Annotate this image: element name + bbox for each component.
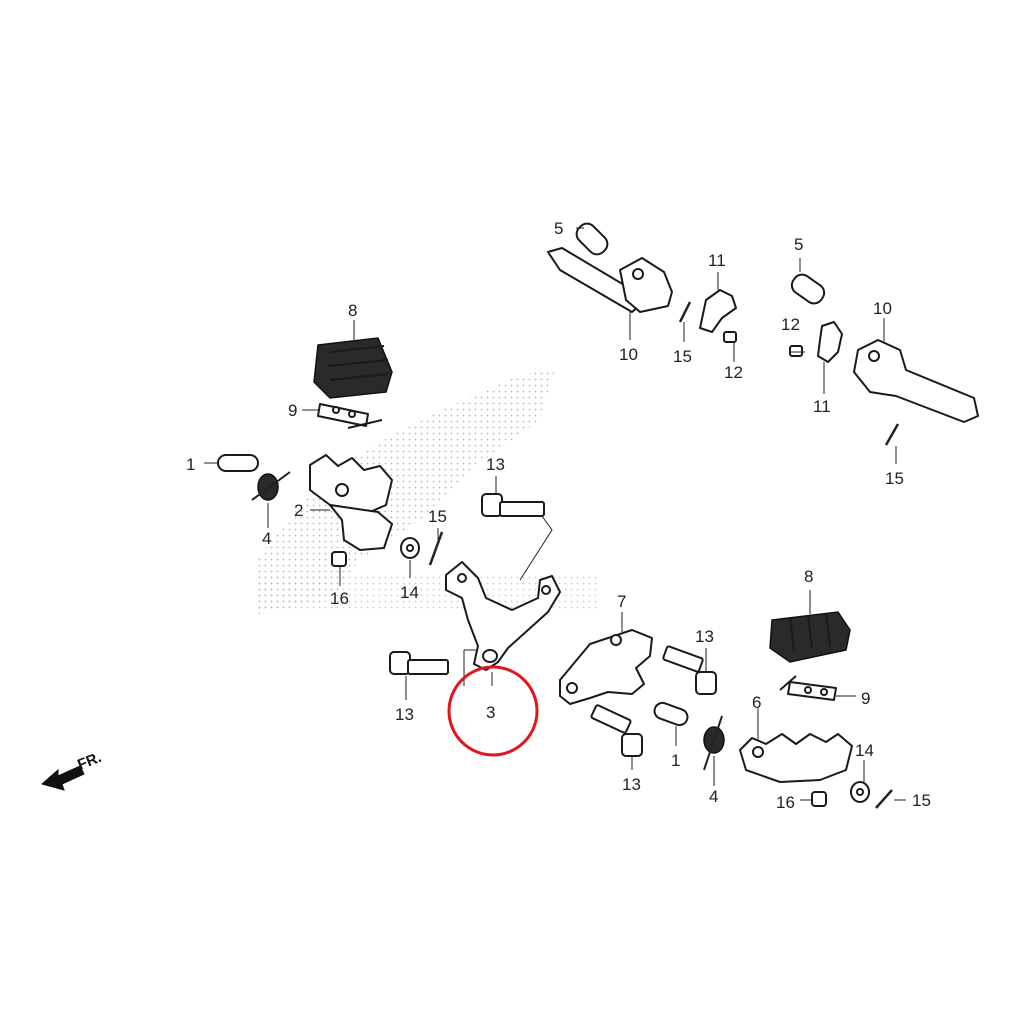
pin-upper-right (790, 273, 826, 305)
callout-1-right: 1 (671, 751, 680, 770)
bolt-13-upper (481, 493, 545, 517)
callout-10-left: 10 (619, 345, 638, 364)
callout-15-left: 15 (428, 507, 447, 526)
highlight-circle-part-3 (447, 665, 539, 757)
callout-13-lower-left: 13 (395, 705, 414, 724)
callout-13-upper: 13 (486, 455, 505, 474)
bolt-13-right-lower (590, 704, 643, 757)
callout-12-left: 12 (724, 363, 743, 382)
footpeg-step-right (739, 733, 853, 783)
screw-upper-right (789, 345, 803, 357)
footpeg-rubber-right (769, 611, 851, 663)
pin-right (653, 701, 689, 727)
leader-lines (204, 227, 906, 801)
rubber-plate-right (779, 675, 837, 701)
callout-13-right-lower: 13 (622, 775, 641, 794)
spring-left (251, 471, 291, 501)
callout-10-right: 10 (873, 299, 892, 318)
callout-16-left: 16 (330, 589, 349, 608)
rubber-plate-left (317, 403, 383, 429)
washer-left (400, 537, 420, 559)
callout-1-left: 1 (186, 455, 195, 474)
pillion-footpeg-left (547, 247, 673, 313)
front-arrow-icon (40, 765, 85, 791)
callout-8-right: 8 (804, 567, 813, 586)
callout-15-upper-right: 15 (885, 469, 904, 488)
cotter-pin-right (875, 789, 893, 809)
holder-upper-right (817, 321, 843, 363)
cotter-pin-left (428, 531, 444, 566)
callout-8-left: 8 (348, 301, 357, 320)
callout-4-left: 4 (262, 529, 271, 548)
callout-3: 3 (486, 703, 495, 722)
callout-numbers: 1 2 4 5 10 11 15 12 5 10 12 11 15 8 9 13… (186, 219, 931, 812)
callout-9-left: 9 (288, 401, 297, 420)
callout-14-right: 14 (855, 741, 874, 760)
holder-upper-left (699, 289, 737, 333)
callout-14-left: 14 (400, 583, 419, 602)
bolt-16-right (811, 791, 827, 807)
pillion-footpeg-right (853, 339, 979, 423)
bolt-16-left (331, 551, 347, 567)
pin-left (217, 454, 259, 472)
step-bracket (445, 561, 561, 671)
bolt-13-right-upper (662, 645, 717, 695)
front-label: FR. (75, 749, 104, 774)
pin-upper-left (575, 222, 609, 256)
frame-outline-background (255, 370, 600, 615)
callout-6: 6 (752, 693, 761, 712)
bolt-13-lower-left (389, 651, 449, 675)
footpeg-step-left (309, 454, 393, 551)
callout-7: 7 (617, 592, 626, 611)
cotter-pin-upper-right (884, 423, 900, 446)
bracket-plate-right (559, 629, 653, 705)
callout-4-right: 4 (709, 787, 718, 806)
callout-15-right: 15 (912, 791, 931, 810)
front-direction-indicator: FR. (40, 749, 104, 791)
callout-2: 2 (294, 501, 303, 520)
callout-15-upper: 15 (673, 347, 692, 366)
callout-12-right: 12 (781, 315, 800, 334)
cotter-pin-upper (678, 301, 692, 323)
callout-11-left: 11 (708, 251, 726, 270)
callout-5-right: 5 (794, 235, 803, 254)
callout-5-left: 5 (554, 219, 563, 238)
screw-upper-left (723, 331, 737, 343)
callout-9-right: 9 (861, 689, 870, 708)
callout-16-right: 16 (776, 793, 795, 812)
callout-11-right: 11 (813, 397, 831, 416)
spring-right (703, 715, 725, 771)
washer-right (850, 781, 870, 803)
callout-13-right-upper: 13 (695, 627, 714, 646)
footpeg-rubber-left (313, 337, 393, 399)
